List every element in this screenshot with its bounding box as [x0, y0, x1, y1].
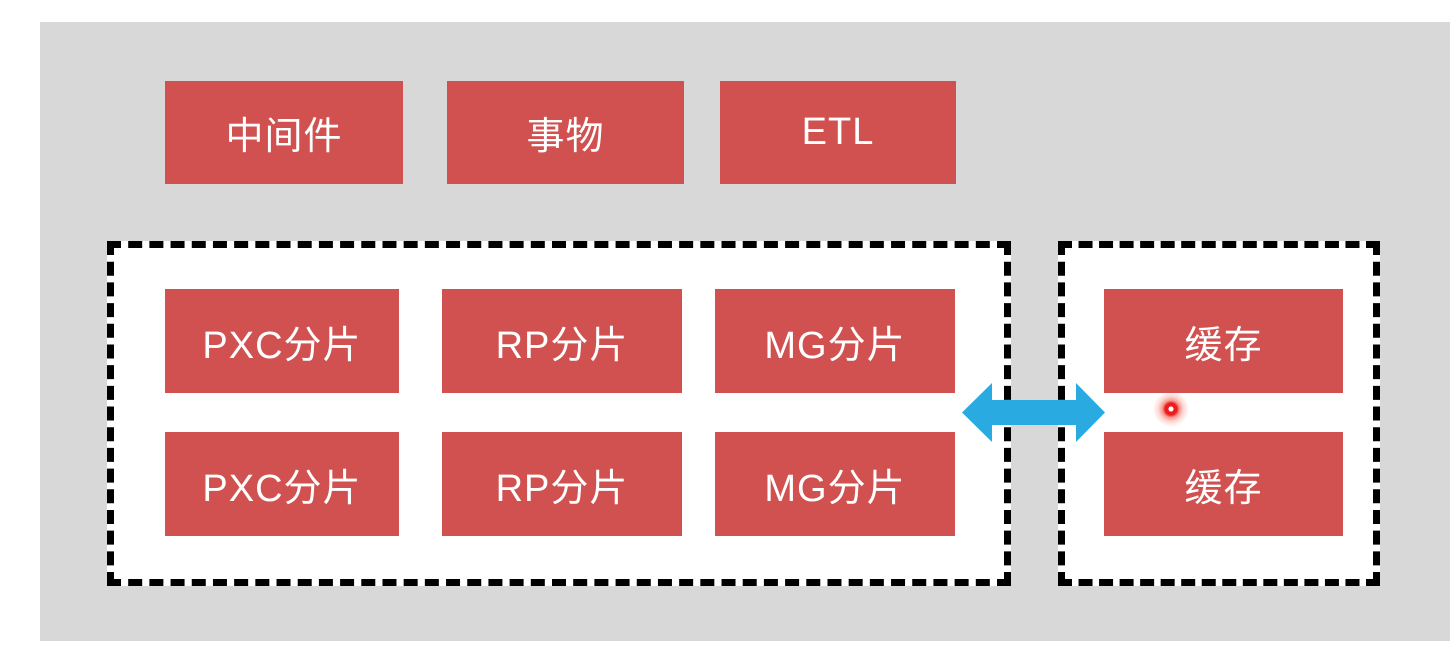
shard-box-pxc-1-label: PXC分片: [202, 324, 362, 367]
shard-box-mg-2: MG分片: [715, 432, 955, 536]
box-middleware: 中间件: [165, 81, 403, 184]
arrow-shape: [962, 383, 1105, 442]
box-etl: ETL: [720, 81, 956, 184]
box-transaction: 事物: [447, 81, 684, 184]
shard-box-rp-2: RP分片: [442, 432, 682, 536]
shard-box-pxc-2-label: PXC分片: [202, 467, 362, 510]
cache-box-1: 缓存: [1104, 289, 1343, 393]
shard-box-rp-1-label: RP分片: [495, 324, 629, 367]
cache-box-1-label: 缓存: [1184, 324, 1263, 367]
shard-box-mg-2-label: MG分片: [764, 467, 906, 510]
box-middleware-label: 中间件: [225, 116, 343, 158]
cache-box-2: 缓存: [1104, 432, 1343, 536]
shard-box-rp-2-label: RP分片: [495, 467, 629, 510]
shard-box-mg-1: MG分片: [715, 289, 955, 393]
shard-box-pxc-2: PXC分片: [165, 432, 399, 536]
shard-box-pxc-1: PXC分片: [165, 289, 399, 393]
shard-box-mg-1-label: MG分片: [764, 324, 906, 367]
laser-pointer-dot-icon: [1151, 389, 1191, 429]
shard-box-rp-1: RP分片: [442, 289, 682, 393]
bidirectional-arrow-icon: [958, 380, 1108, 445]
box-etl-label: ETL: [801, 111, 875, 153]
box-transaction-label: 事物: [526, 116, 605, 158]
cache-box-2-label: 缓存: [1184, 467, 1263, 510]
